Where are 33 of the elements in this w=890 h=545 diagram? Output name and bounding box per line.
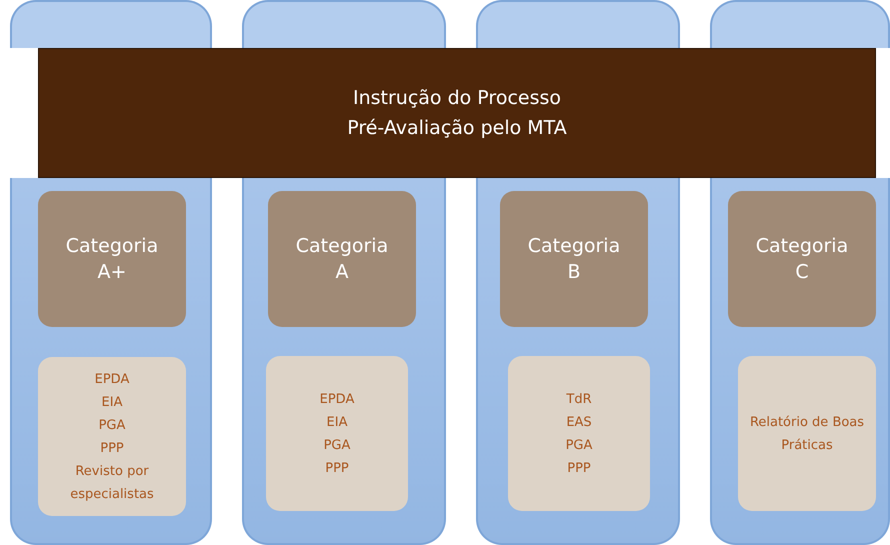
document-item: EPDA [320, 390, 354, 408]
document-list-box [508, 356, 650, 511]
category-box [38, 191, 186, 327]
banner-box [38, 48, 876, 178]
document-list-box [266, 356, 408, 511]
category-label: Categoria A+ [64, 234, 160, 285]
document-item: EAS [566, 414, 592, 432]
document-list-box [38, 357, 186, 516]
category-label: Categoria A [294, 234, 390, 285]
category-box [728, 191, 876, 327]
column-panel [710, 178, 890, 545]
document-item: PPP [567, 460, 591, 478]
category-box [268, 191, 416, 327]
column-panel [242, 178, 446, 545]
document-item: PPP [325, 460, 349, 478]
document-item: PGA [324, 436, 350, 454]
document-item: EIA [326, 414, 348, 432]
document-item: Relatório de Boas Práticas [748, 414, 866, 454]
document-item: PPP [100, 440, 124, 458]
column-panel [10, 178, 212, 545]
document-item: Revisto por especialistas [69, 462, 155, 504]
document-item: TdR [566, 390, 592, 408]
column-panel [476, 178, 680, 545]
document-item: EIA [102, 394, 122, 412]
category-label: Categoria B [526, 234, 622, 285]
category-label: Categoria C [754, 234, 850, 285]
banner-text: Instrução do Processo [352, 86, 562, 111]
document-item: PGA [98, 416, 126, 434]
banner-text: Pré-Avaliação pelo MTA [347, 116, 567, 141]
document-item: EPDA [94, 370, 130, 388]
document-list-box [738, 356, 876, 511]
category-box [500, 191, 648, 327]
document-item: PGA [566, 436, 592, 454]
